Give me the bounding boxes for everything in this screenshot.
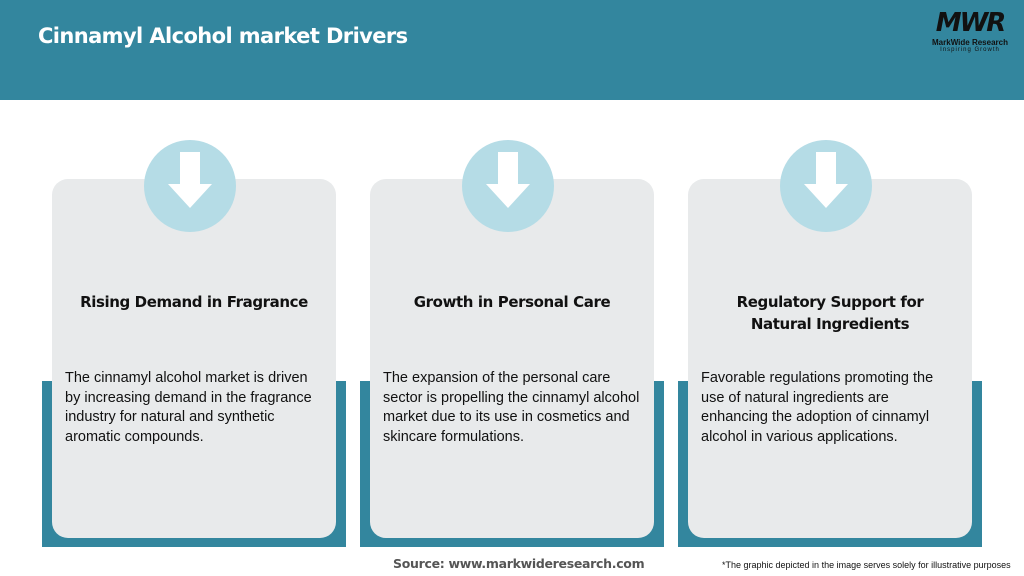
- card-title: Regulatory Support for Natural Ingredien…: [736, 293, 924, 333]
- card-title: Growth in Personal Care: [413, 293, 611, 311]
- driver-card-3: Regulatory Support for Natural Ingredien…: [678, 140, 982, 550]
- icon-circle: [780, 140, 872, 232]
- icon-circle: [462, 140, 554, 232]
- card-panel: Rising Demand in Fragrance The cinnamyl …: [52, 179, 336, 538]
- down-arrow-icon: [168, 152, 212, 208]
- card-description: The expansion of the personal care secto…: [383, 370, 640, 445]
- markwide-logo: MWR MarkWide Research Inspiring Growth: [920, 8, 1020, 60]
- logo-tagline: Inspiring Growth: [940, 47, 1000, 53]
- logo-mark: MWR: [935, 8, 1007, 38]
- down-arrow-icon: [486, 152, 530, 208]
- card-title: Rising Demand in Fragrance: [80, 293, 308, 311]
- header-banner: Cinnamyl Alcohol market Drivers MWR Mark…: [0, 0, 1024, 100]
- disclaimer-note: *The graphic depicted in the image serve…: [722, 560, 1011, 570]
- logo-name: MarkWide Research: [932, 38, 1008, 47]
- icon-circle: [144, 140, 236, 232]
- card-description: Favorable regulations promoting the use …: [701, 370, 934, 445]
- page-title: Cinnamyl Alcohol market Drivers: [38, 24, 408, 48]
- card-description: The cinnamyl alcohol market is driven by…: [65, 370, 312, 445]
- driver-card-2: Growth in Personal Care The expansion of…: [360, 140, 664, 550]
- source-link[interactable]: Source: www.markwideresearch.com: [393, 556, 645, 571]
- driver-card-1: Rising Demand in Fragrance The cinnamyl …: [42, 140, 346, 550]
- card-panel: Growth in Personal Care The expansion of…: [370, 179, 654, 538]
- card-panel: Regulatory Support for Natural Ingredien…: [688, 179, 972, 538]
- down-arrow-icon: [804, 152, 848, 208]
